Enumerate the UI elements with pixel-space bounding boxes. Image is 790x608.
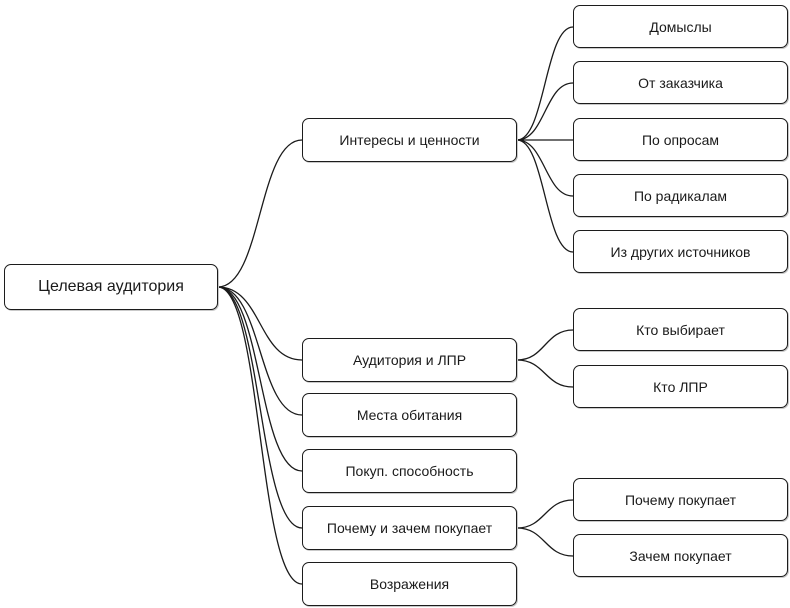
connector-interests-radicals — [516, 139, 574, 197]
connector-why-reason — [516, 499, 574, 529]
branch-node-label: Аудитория и ЛПР — [352, 352, 467, 368]
leaf-node-what-for[interactable]: Зачем покупает — [573, 534, 788, 577]
branch-node-audience[interactable]: Аудитория и ЛПР — [302, 338, 517, 382]
leaf-node-label: Зачем покупает — [629, 547, 732, 564]
branch-node-label: Покуп. способность — [345, 463, 474, 479]
connector-interests-guesses — [516, 26, 574, 141]
branch-node-objections[interactable]: Возражения — [302, 562, 517, 606]
connector-audience-dm — [516, 359, 574, 388]
leaf-node-guesses[interactable]: Домыслы — [573, 5, 788, 48]
audience-connectors — [516, 329, 574, 388]
branch-node-label: Почему и зачем покупает — [326, 520, 493, 536]
connector-root-audience — [217, 286, 303, 361]
connector-root-purchasing — [217, 286, 303, 472]
root-node[interactable]: Целевая аудитория — [4, 264, 218, 310]
interests-connectors — [516, 26, 574, 253]
branch-node-label: Места обитания — [356, 407, 463, 423]
why-connectors — [516, 499, 574, 557]
leaf-node-label: От заказчика — [638, 74, 723, 91]
branch-node-purchasing-power[interactable]: Покуп. способность — [302, 449, 517, 493]
leaf-node-why-buys[interactable]: Почему покупает — [573, 478, 788, 521]
leaf-node-by-radicals[interactable]: По радикалам — [573, 174, 788, 217]
root-node-label: Целевая аудитория — [38, 278, 184, 295]
leaf-node-by-surveys[interactable]: По опросам — [573, 118, 788, 161]
connector-root-why — [217, 286, 303, 529]
leaf-node-label: По радикалам — [633, 187, 728, 204]
connector-root-interests — [217, 139, 303, 288]
leaf-node-label: Кто выбирает — [636, 321, 725, 338]
branch-node-habitats[interactable]: Места обитания — [302, 393, 517, 437]
leaf-node-label: Почему покупает — [624, 491, 737, 508]
leaf-node-who-decides[interactable]: Кто ЛПР — [573, 365, 788, 408]
branch-node-interests[interactable]: Интересы и ценности — [302, 118, 517, 162]
leaf-node-label: Кто ЛПР — [653, 378, 708, 395]
leaf-node-who-chooses[interactable]: Кто выбирает — [573, 308, 788, 351]
branch-node-why-buys[interactable]: Почему и зачем покупает — [302, 506, 517, 550]
leaf-node-from-client[interactable]: От заказчика — [573, 61, 788, 104]
leaf-node-label: Домыслы — [649, 18, 712, 35]
leaf-node-label: По опросам — [641, 131, 720, 148]
connector-interests-client — [516, 82, 574, 141]
leaf-node-other-sources[interactable]: Из других источников — [573, 230, 788, 273]
connector-why-purpose — [516, 527, 574, 557]
branch-node-label: Интересы и ценности — [339, 132, 480, 148]
connector-interests-other — [516, 139, 574, 253]
connector-root-objections — [217, 286, 303, 585]
leaf-node-label: Из других источников — [610, 243, 751, 260]
root-connectors — [217, 139, 303, 585]
connector-audience-chooser — [516, 329, 574, 361]
branch-node-label: Возражения — [369, 576, 450, 592]
connector-root-habitats — [217, 286, 303, 416]
